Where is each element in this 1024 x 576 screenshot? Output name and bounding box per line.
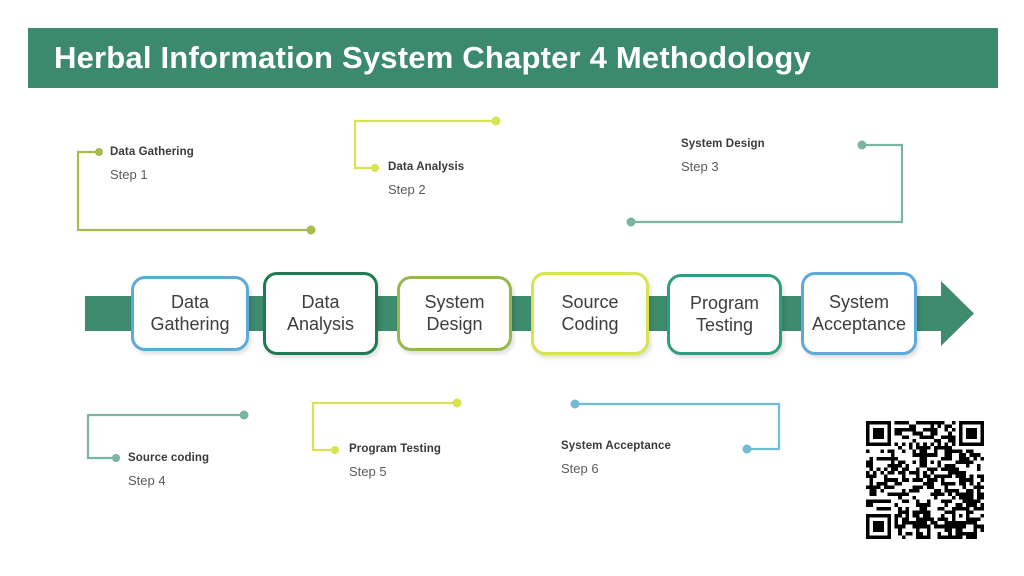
callout-step-step-1: Step 1 (110, 167, 148, 182)
callout-line-step-6 (570, 399, 781, 454)
process-box-line2: Testing (695, 314, 754, 335)
process-box-line1: Program (689, 292, 760, 313)
callout-line-step-5 (311, 398, 462, 454)
callout-line-step-1 (76, 148, 316, 235)
callout-title-step-6: System Acceptance (561, 440, 671, 452)
process-box-line2: Acceptance (811, 313, 907, 334)
process-box-line1: System (828, 291, 889, 312)
callout-line-step-2 (353, 116, 501, 172)
page-title: Herbal Information System Chapter 4 Meth… (54, 40, 811, 75)
callout-title-step-2: Data Analysis (388, 161, 465, 173)
qr-code[interactable] (866, 421, 984, 539)
process-box-source-coding[interactable]: Source Coding (531, 272, 649, 355)
process-box-line2: Coding (561, 313, 619, 334)
process-box-system-design[interactable]: System Design (397, 276, 512, 351)
callout-step-step-6: Step 6 (561, 461, 599, 476)
process-box-line1: System (424, 291, 485, 312)
callout-title-step-1: Data Gathering (110, 146, 194, 158)
callout-step-step-4: Step 4 (128, 473, 166, 488)
process-box-line1: Data (170, 291, 210, 312)
process-box-line2: Design (426, 313, 483, 334)
title-banner: Herbal Information System Chapter 4 Meth… (28, 28, 998, 88)
callout-line-step-4 (86, 410, 249, 462)
process-box-line1: Data (301, 291, 340, 312)
callout-step-step-3: Step 3 (681, 159, 719, 174)
process-box-line2: Gathering (150, 313, 230, 334)
process-box-system-acceptance[interactable]: System Acceptance (801, 272, 917, 355)
callout-title-step-4: Source coding (128, 452, 210, 464)
process-box-line2: Analysis (286, 313, 355, 334)
process-box-data-gathering[interactable]: Data Gathering (131, 276, 249, 351)
process-box-program-testing[interactable]: Program Testing (667, 274, 782, 355)
callout-line-step-3 (626, 140, 904, 227)
callout-title-step-3: System Design (681, 138, 765, 150)
callout-title-step-5: Program Testing (349, 443, 442, 455)
process-box-data-analysis[interactable]: Data Analysis (263, 272, 378, 355)
process-box-line1: Source (561, 291, 619, 312)
callout-step-step-2: Step 2 (388, 182, 426, 197)
callout-step-step-5: Step 5 (349, 464, 387, 479)
